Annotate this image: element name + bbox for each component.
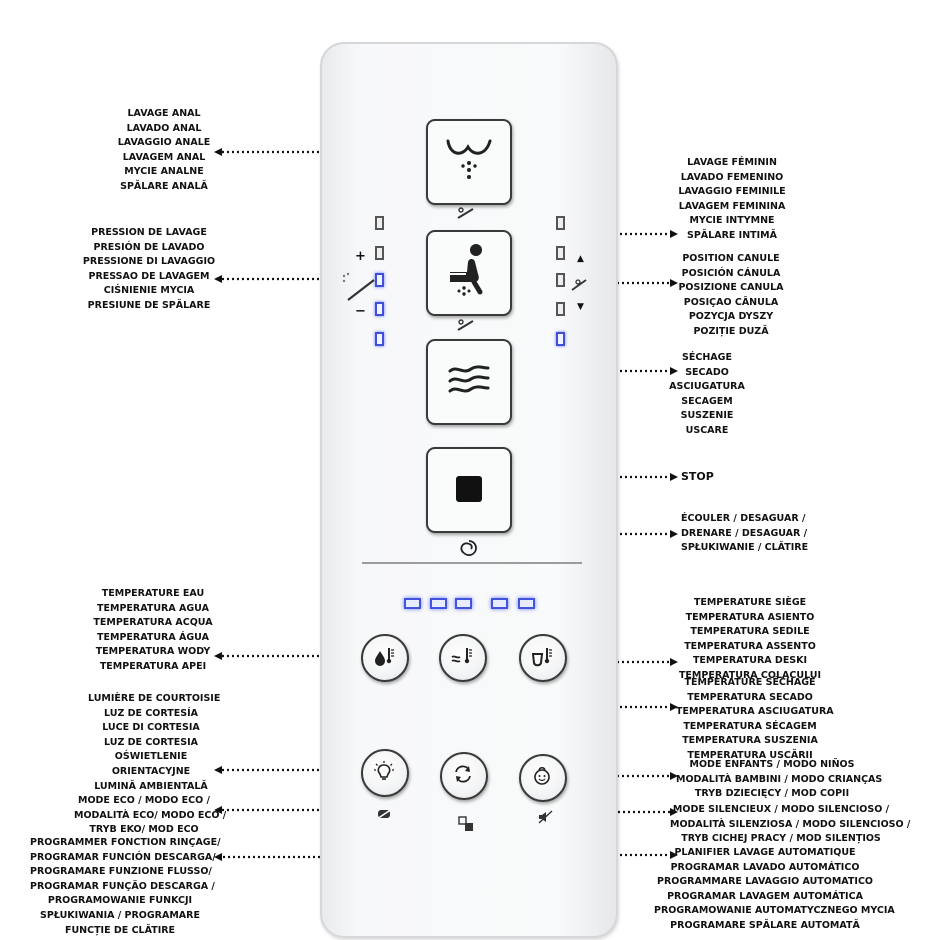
seat-temperature-icon — [531, 648, 552, 667]
pressure-level-indicator — [375, 246, 384, 260]
temperature-level-led — [404, 598, 421, 609]
nozzle-clean-icon — [457, 207, 474, 219]
seat-temperature-button[interactable] — [519, 634, 567, 682]
dryer-temperature-button[interactable] — [439, 634, 487, 682]
pressure-level-indicator — [375, 216, 384, 230]
auto-wash-button[interactable] — [440, 752, 488, 800]
warm-air-icon — [448, 365, 490, 393]
cycle-arrows-icon — [455, 765, 471, 783]
dryer-temperature-icon — [451, 648, 472, 664]
temperature-level-led — [430, 598, 447, 609]
drain-icon — [460, 540, 477, 556]
silent-mode-icon — [538, 810, 553, 824]
front-wash-icon — [448, 244, 483, 296]
eco-mode-label: MODE ECO / MODO ECO /MODALITÀ ECO/ MODO … — [74, 795, 227, 836]
nozzle-position-indicator — [556, 302, 565, 316]
temperature-level-led — [491, 598, 508, 609]
nozzle-down-arrow: ▼ — [577, 302, 584, 312]
nozzle-position-indicator — [556, 246, 565, 260]
pressure-icon — [342, 272, 375, 301]
water-temperature-button[interactable] — [361, 634, 409, 682]
nozzle-clean-icon — [457, 319, 474, 331]
water-temperature-icon — [375, 648, 394, 666]
pressure-level-indicator — [375, 273, 384, 287]
light-bulb-icon — [374, 761, 394, 780]
rear-wash-icon — [446, 139, 492, 179]
kids-mode-button[interactable] — [519, 754, 567, 802]
eco-mode-icon — [376, 808, 393, 820]
nozzle-position-indicator — [556, 273, 565, 287]
stop-icon — [456, 476, 482, 502]
temperature-level-led — [455, 598, 472, 609]
stop-label: STOP — [681, 470, 714, 483]
nozzle-position-indicator — [556, 332, 565, 346]
drying-button[interactable] — [426, 339, 512, 425]
drain-label: ÉCOULER / DESAGUAR /DRENARE / DESAGUAR /… — [681, 513, 809, 554]
pressure-minus-sign: − — [355, 304, 366, 319]
panel-divider — [362, 562, 582, 564]
nozzle-up-arrow: ▲ — [577, 254, 584, 264]
nozzle-position-indicator — [556, 216, 565, 230]
nozzle-position-icon — [571, 279, 587, 291]
night-light-button[interactable] — [361, 749, 409, 797]
program-flush-label: PROGRAMMER FONCTION RINÇAGE/PROGRAMAR FU… — [30, 837, 221, 936]
silent-mode-label: MODE SILENCIEUX / MODO SILENCIOSO /MODAL… — [670, 804, 911, 845]
temperature-level-led — [518, 598, 535, 609]
pressure-level-indicator — [375, 302, 384, 316]
pressure-level-indicator — [375, 332, 384, 346]
pressure-plus-sign: + — [355, 249, 366, 264]
child-face-icon — [534, 767, 550, 785]
program-flush-icon — [458, 816, 473, 831]
